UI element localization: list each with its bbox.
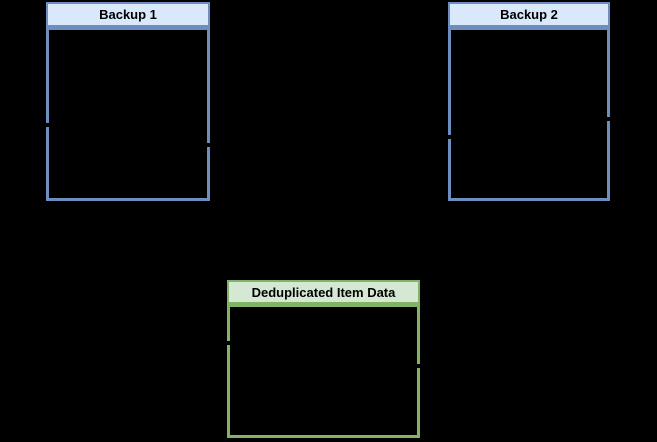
deduplicated-item-data-node: Deduplicated Item Data: [227, 280, 420, 438]
connector-tick-backup2-left: [444, 135, 453, 139]
backup-2-header: Backup 2: [448, 2, 610, 27]
connector-tick-backup1-left: [43, 123, 52, 127]
connector-tick-backup2-right: [603, 117, 614, 121]
backup-2-body: [448, 27, 610, 201]
deduplicated-item-data-title: Deduplicated Item Data: [251, 284, 396, 300]
deduplicated-item-data-header: Deduplicated Item Data: [227, 280, 420, 304]
deduplicated-item-data-body: [227, 304, 420, 438]
backup-2-node: Backup 2: [448, 2, 610, 201]
connector-tick-dedup-left: [223, 341, 233, 345]
connector-tick-dedup-right: [412, 364, 423, 368]
backup-1-header: Backup 1: [46, 2, 210, 27]
backup-1-body: [46, 27, 210, 201]
backup-1-title: Backup 1: [99, 7, 157, 22]
backup-1-node: Backup 1: [46, 2, 210, 201]
connector-tick-backup1-right: [203, 143, 214, 147]
backup-2-title: Backup 2: [500, 7, 558, 22]
